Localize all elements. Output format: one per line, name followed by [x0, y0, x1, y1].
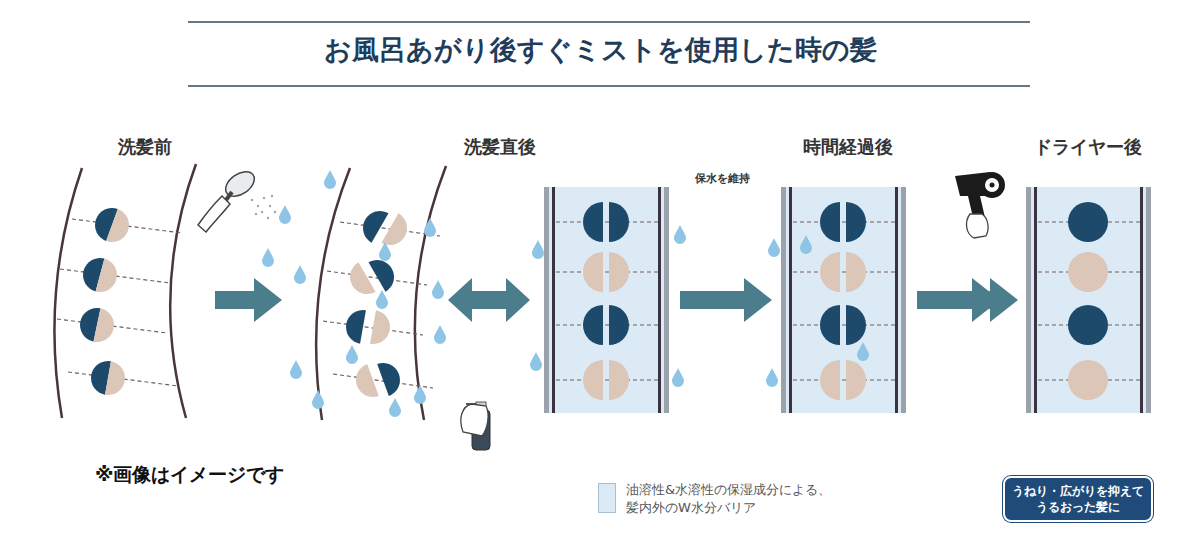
spray-bottle [461, 402, 490, 450]
hair-dryer [955, 172, 1005, 238]
stage-panel: 洗髪直後 [535, 185, 680, 415]
stage-heading: 時間経過後 [803, 135, 893, 159]
shower-head [198, 167, 276, 232]
stage-panel: 洗髪前 [40, 160, 205, 425]
diagram-title: お風呂あがり後すぐミストを使用した時の髪 [0, 32, 1200, 68]
legend-text: 油溶性&水溶性の保湿成分による、 髪内外のW水分バリア [626, 481, 846, 516]
process-arrows [215, 278, 1000, 322]
legend-swatch [598, 483, 616, 513]
stage-heading: 洗髪前 [118, 135, 172, 159]
result-text: うねり・広がりを抑えて うるおった髪に [1009, 483, 1147, 515]
legend-row: 油溶性&水溶性の保湿成分による、 髪内外のW水分バリア [598, 481, 846, 516]
water-drops [262, 170, 869, 417]
stage-panel: 時間経過後 [772, 185, 917, 415]
hair-bands [544, 187, 1151, 413]
annotation: 保水を維持 [695, 171, 750, 186]
process-arrow [680, 291, 744, 309]
stage-heading: 洗髪直後 [464, 135, 536, 159]
stage-panel: ドライヤー後 [1018, 185, 1158, 415]
stage-heading: ドライヤー後 [1034, 135, 1142, 159]
hair-strands [54, 164, 446, 420]
result-badge: うねり・広がりを抑えて うるおった髪に [1003, 476, 1153, 522]
process-arrow [917, 291, 990, 309]
image-note: ※画像はイメージです [95, 462, 284, 488]
hair-bonds [77, 202, 1108, 402]
